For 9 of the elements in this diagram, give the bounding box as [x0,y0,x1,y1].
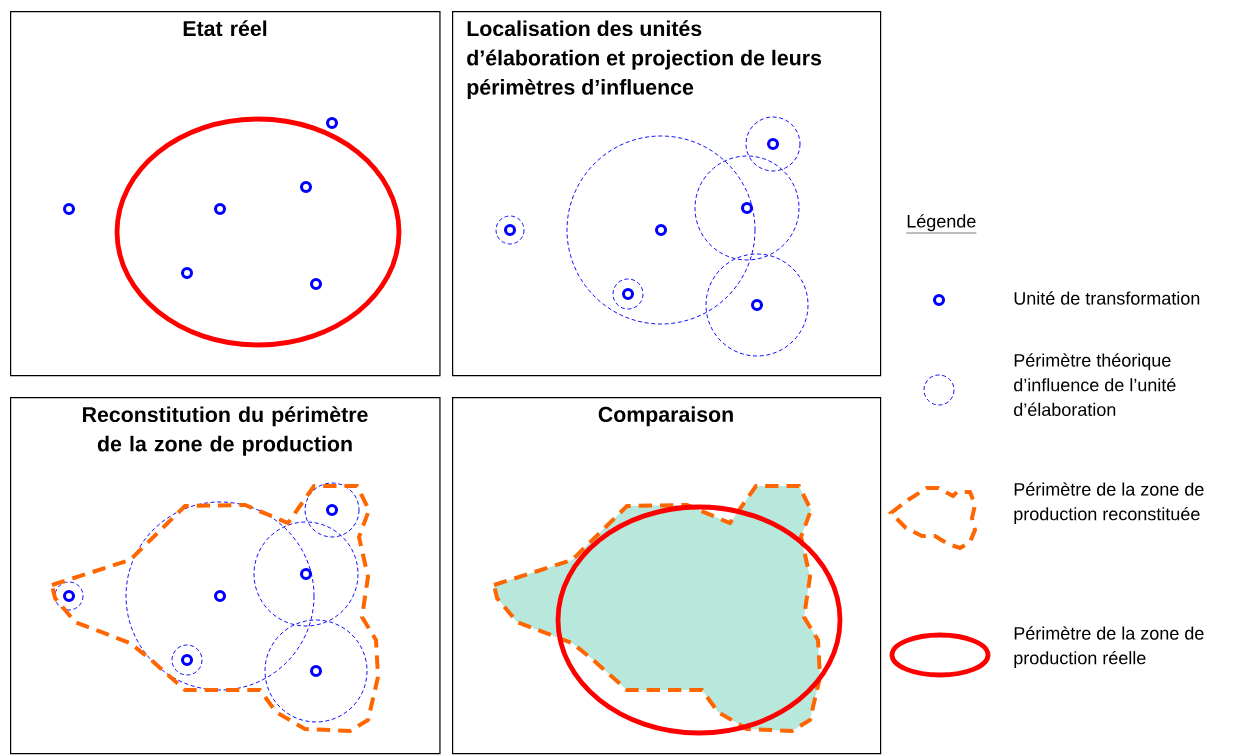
panel: Localisation des unités d’élaboration et projection de leurs périmètres d’influence [452,11,882,377]
legend-text: Périmètre de la zone de production reconstituée [1014,482,1204,524]
legend-text: Unité de transformation [1014,291,1200,305]
legend-text: Périmètre théorique d’influence de l’unité d’élaboration [1014,353,1176,416]
panel: Reconstitution du périmètre de la zone de production [10,397,441,755]
legend-text: Périmètre de la zone de production réelle [1014,626,1204,668]
legend-heading: Légende [906,214,977,234]
panel: Etat réel [10,11,441,377]
panel: Comparaison [452,397,882,755]
